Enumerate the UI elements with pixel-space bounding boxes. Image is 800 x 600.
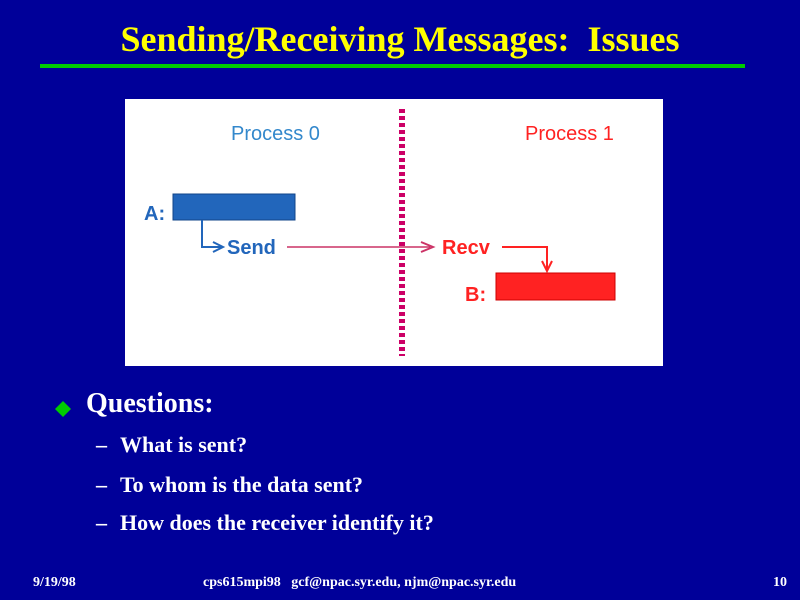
dash-bullet: – bbox=[96, 472, 107, 497]
send-label: Send bbox=[227, 237, 276, 259]
title-underline bbox=[40, 64, 745, 68]
buffer-a-label: A: bbox=[144, 203, 165, 225]
recv-label: Recv bbox=[442, 237, 491, 259]
process0-label: Process 0 bbox=[231, 123, 320, 145]
buffer-a-to-send-connector bbox=[201, 220, 223, 248]
footer-date: 9/19/98 bbox=[33, 575, 76, 590]
recv-arrow bbox=[420, 241, 436, 253]
process1-label: Process 1 bbox=[525, 123, 614, 145]
dash-bullet: – bbox=[96, 510, 107, 535]
question-text: To whom is the data sent? bbox=[120, 472, 364, 497]
recv-to-buffer-b-connector bbox=[502, 246, 548, 271]
question-text: How does the receiver identify it? bbox=[120, 510, 434, 535]
buffer-b-arrow bbox=[541, 260, 553, 274]
dash-bullet: – bbox=[96, 432, 107, 457]
buffer-b bbox=[495, 272, 616, 301]
questions-heading: Questions: bbox=[86, 388, 214, 419]
buffer-a bbox=[172, 193, 296, 221]
footer-page-number: 10 bbox=[773, 575, 787, 590]
diamond-bullet-icon bbox=[55, 401, 71, 417]
send-recv-diagram: Process 0 Process 1 A: Send Recv B: bbox=[125, 99, 663, 366]
send-arrow bbox=[212, 241, 226, 253]
diagram-canvas: Process 0 Process 1 A: Send Recv B: bbox=[144, 109, 616, 356]
buffer-b-label: B: bbox=[465, 284, 486, 306]
question-text: What is sent? bbox=[120, 432, 248, 457]
slide-title: Sending/Receiving Messages: Issues bbox=[120, 19, 680, 59]
footer-source: cps615mpi98 gcf@npac.syr.edu, njm@npac.s… bbox=[203, 575, 517, 590]
